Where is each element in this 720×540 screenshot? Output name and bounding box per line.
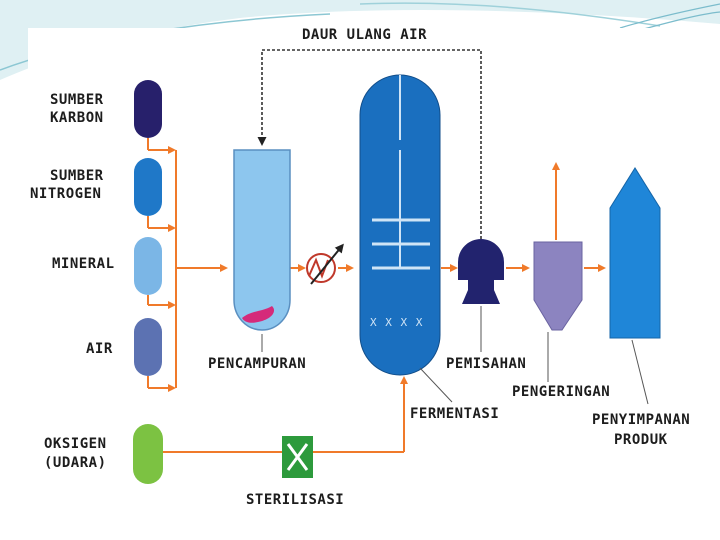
carbon-source-label-line2: KARBON [50,110,104,126]
sterilizer-x-icon [282,436,313,478]
carbon-source-tank [134,80,162,138]
nitrogen-source-label-line1: SUMBER [50,168,104,184]
recycle-loop-line [257,49,482,244]
feed-line-arrow [168,224,176,232]
dryer-unit [533,241,583,331]
separation-label: PEMISAHAN [446,356,527,372]
mineral-source-tank [134,237,162,295]
recycle-label: DAUR ULANG AIR [302,27,428,43]
storage-label-line2: PRODUK [614,432,668,448]
mixing-tank [233,149,291,331]
oxygen-source-label-line1: OKSIGEN [44,436,107,452]
water-source-tank [134,318,162,376]
nitrogen-source-label-line2: NITROGEN [30,186,102,202]
drying-label: PENGERINGAN [512,384,611,400]
storage-silo [609,167,661,339]
feed-line-arrow [168,384,176,392]
oxygen-source-label-line2: (UDARA) [44,455,107,471]
feed-line-arrow [168,146,176,154]
storage-label-line1: PENYIMPANAN [592,412,691,428]
nitrogen-source-tank [134,158,162,216]
fermenter-vessel [359,74,441,376]
mineral-source-label: MINERAL [52,256,115,272]
separator-centrifuge [458,239,504,304]
oxygen-source-tank [133,424,163,484]
carbon-source-label-line1: SUMBER [50,92,104,108]
sterilization-label: STERILISASI [246,492,345,508]
feed-line-arrow [168,301,176,309]
fermentation-label: FERMENTASI [410,406,500,422]
feed-lines [147,138,606,453]
fermenter-filter-mark: X X X X [370,316,424,329]
heat-exchanger-icon [306,243,344,285]
leader-lines [261,306,649,405]
water-source-label: AIR [86,341,113,357]
mixing-stirrer [242,306,275,323]
mixing-label: PENCAMPURAN [208,356,307,372]
